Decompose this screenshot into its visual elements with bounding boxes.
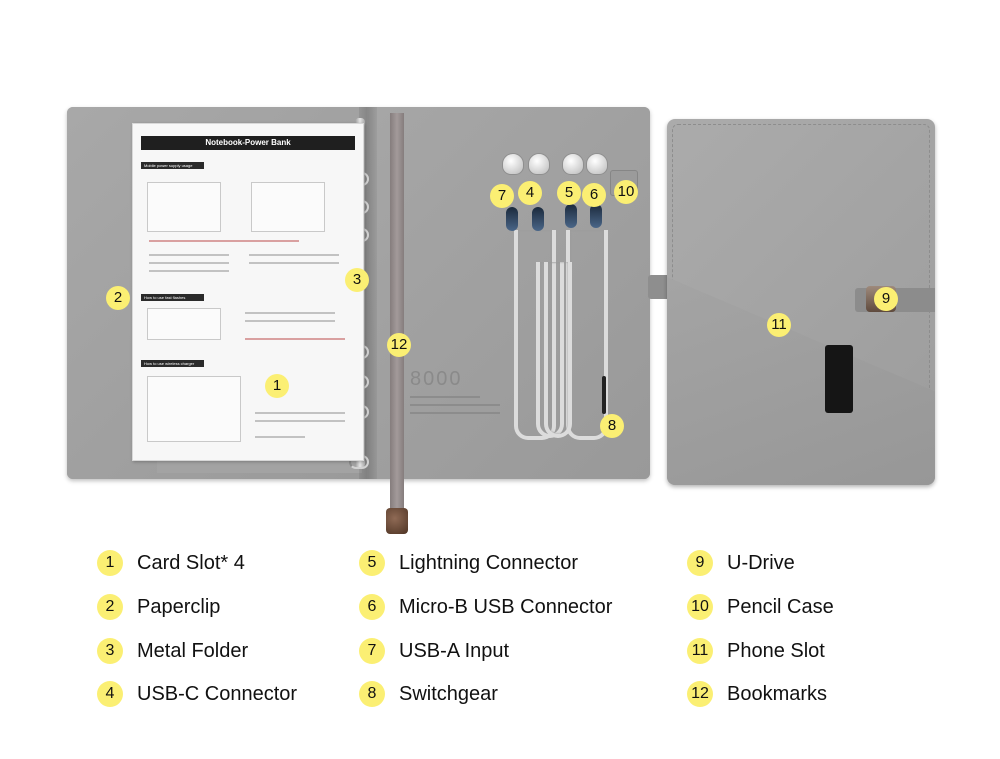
legend-badge: 7 (359, 638, 385, 664)
marker-2: 2 (106, 286, 130, 310)
manual-title: Notebook-Power Bank (141, 136, 355, 150)
manual-text-line (245, 320, 335, 322)
legend-item: 3 Metal Folder (97, 637, 248, 665)
cable-loop (514, 230, 556, 440)
marker-3: 3 (345, 268, 369, 292)
emboss-line (410, 412, 500, 414)
marker-12: 12 (387, 333, 411, 357)
connector-housing (506, 207, 518, 231)
usb-c-connector (528, 153, 550, 175)
connector-housing (532, 207, 544, 231)
legend-badge: 2 (97, 594, 123, 620)
manual-diagram (251, 182, 325, 232)
marker-7: 7 (490, 184, 514, 208)
legend-badge: 8 (359, 681, 385, 707)
marker-6: 6 (582, 183, 606, 207)
marker-4: 4 (518, 181, 542, 205)
manual-section-heading: How to use wireless charger (141, 360, 204, 367)
marker-11: 11 (767, 313, 791, 337)
legend-badge: 12 (687, 681, 713, 707)
legend-item: 7 USB-A Input (359, 637, 509, 665)
switch-slot (602, 376, 606, 414)
emboss-line (410, 404, 500, 406)
legend-item: 9 U-Drive (687, 549, 795, 577)
legend-badge: 9 (687, 550, 713, 576)
legend-item: 1 Card Slot* 4 (97, 549, 245, 577)
lightning-connector (562, 153, 584, 175)
legend-label: USB-A Input (399, 639, 510, 662)
manual-text-line (255, 436, 305, 438)
marker-8: 8 (600, 414, 624, 438)
legend-label: Micro-B USB Connector (399, 595, 613, 618)
legend-label: Pencil Case (727, 595, 834, 618)
legend-label: Metal Folder (137, 639, 249, 662)
legend-label: Phone Slot (727, 639, 825, 662)
manual-section-heading: How to use fast flashes (141, 294, 204, 301)
manual-text-line (249, 254, 339, 256)
manual-text-line (255, 420, 345, 422)
manual-text-line (255, 412, 345, 414)
marker-10: 10 (614, 180, 638, 204)
manual-diagram (147, 376, 241, 442)
emboss-line (410, 396, 480, 398)
marker-5: 5 (557, 181, 581, 205)
legend-badge: 5 (359, 550, 385, 576)
legend-item: 11 Phone Slot (687, 637, 825, 665)
legend-label: U-Drive (727, 551, 795, 574)
legend-item: 2 Paperclip (97, 593, 220, 621)
manual-text-line (149, 240, 299, 242)
legend-label: Switchgear (399, 682, 498, 705)
legend-item: 6 Micro-B USB Connector (359, 593, 612, 621)
manual-text-line (245, 338, 345, 340)
legend-label: Lightning Connector (399, 551, 579, 574)
bookmark-tip (386, 508, 408, 534)
manual-section-heading: Mobile power supply usage (141, 162, 204, 169)
manual-text-line (149, 270, 229, 272)
legend-badge: 11 (687, 638, 713, 664)
instruction-sheet: Notebook-Power Bank Mobile power supply … (132, 123, 364, 461)
legend-label: USB-C Connector (137, 682, 298, 705)
legend-item: 4 USB-C Connector (97, 680, 297, 708)
legend-item: 10 Pencil Case (687, 593, 834, 621)
connector-housing (565, 204, 577, 228)
legend-item: 5 Lightning Connector (359, 549, 578, 577)
connector-housing (590, 204, 602, 228)
bookmark-ribbon (390, 113, 404, 518)
manual-diagram (147, 308, 221, 340)
usb-a-connector (502, 153, 524, 175)
cable-loop (544, 262, 572, 438)
legend-label: Card Slot* 4 (137, 551, 245, 574)
manual-diagram (147, 182, 221, 232)
manual-text-line (249, 262, 339, 264)
power-bank-capacity: 8000 (410, 368, 463, 390)
legend-label: Bookmarks (727, 682, 828, 705)
marker-1: 1 (265, 374, 289, 398)
manual-text-line (149, 254, 229, 256)
legend-label: Paperclip (137, 595, 221, 618)
legend-badge: 4 (97, 681, 123, 707)
manual-text-line (245, 312, 335, 314)
legend-badge: 6 (359, 594, 385, 620)
legend-badge: 1 (97, 550, 123, 576)
legend-item: 12 Bookmarks (687, 680, 827, 708)
micro-usb-connector (586, 153, 608, 175)
marker-9: 9 (874, 287, 898, 311)
manual-text-line (149, 262, 229, 264)
phone-slot-opening (825, 345, 853, 413)
legend-badge: 10 (687, 594, 713, 620)
legend-item: 8 Switchgear (359, 680, 498, 708)
legend-badge: 3 (97, 638, 123, 664)
